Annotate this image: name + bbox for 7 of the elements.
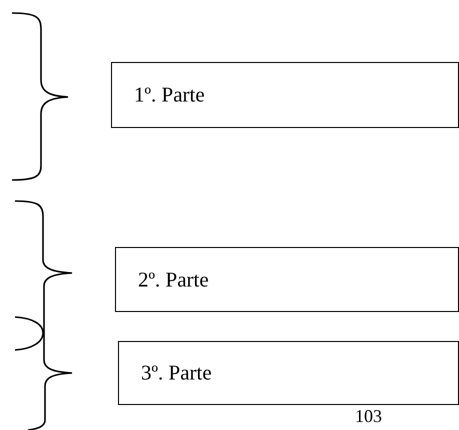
page-number: 103 <box>355 406 382 427</box>
text-box <box>118 341 459 405</box>
part-label: 2º. Parte <box>138 267 209 292</box>
text-box <box>111 62 459 128</box>
text-box <box>115 247 459 312</box>
part-label: 1º. Parte <box>134 82 205 108</box>
part-label: 3º. Parte <box>141 360 212 386</box>
